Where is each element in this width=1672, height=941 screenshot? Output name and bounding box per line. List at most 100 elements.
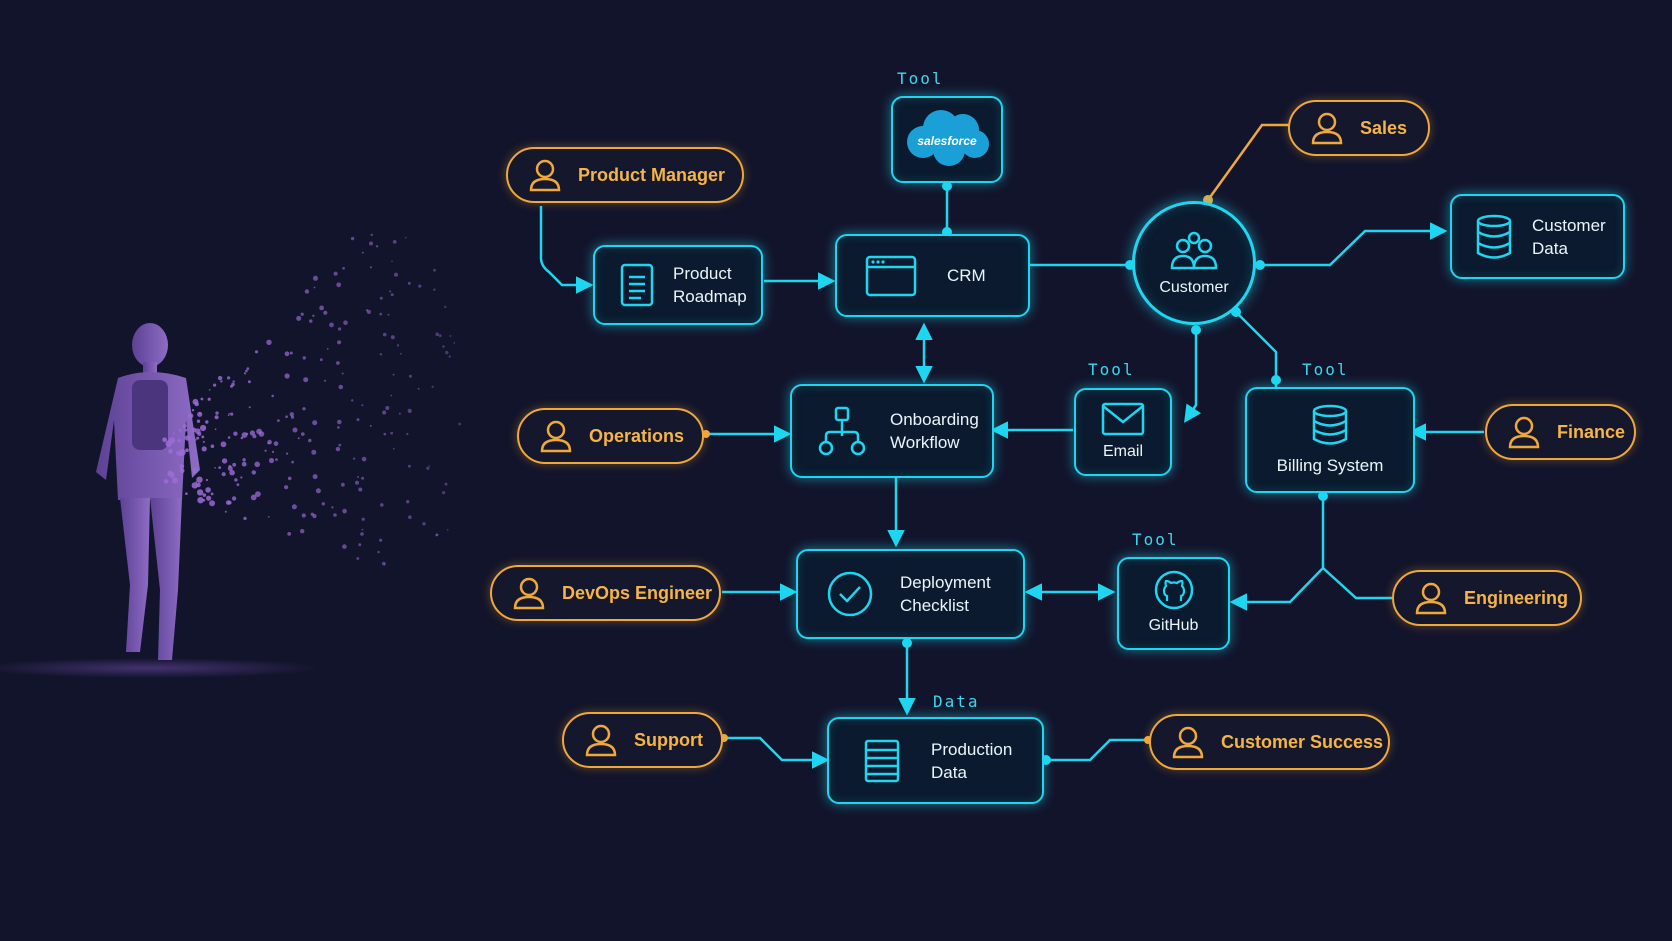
particle	[201, 446, 207, 452]
particle	[435, 332, 440, 337]
particle	[205, 478, 208, 482]
particle	[433, 288, 436, 291]
edge-engineering-split	[1322, 567, 1392, 600]
particle	[357, 476, 360, 478]
particle	[361, 456, 367, 462]
database-icon	[1311, 404, 1349, 446]
node-product-roadmap[interactable]: Product Roadmap	[593, 245, 763, 325]
particle	[208, 389, 211, 391]
particle	[302, 407, 306, 411]
particle	[266, 339, 272, 345]
particle	[192, 467, 198, 473]
particle	[335, 446, 341, 452]
particle	[210, 492, 214, 496]
particle	[319, 305, 324, 311]
role-label: Customer Success	[1221, 731, 1384, 752]
particle	[251, 470, 256, 475]
node-github[interactable]: GitHub	[1117, 557, 1230, 650]
particle	[355, 480, 359, 485]
check-circle-icon	[826, 570, 874, 618]
particle	[243, 516, 247, 521]
particle	[179, 468, 185, 474]
particle	[196, 476, 203, 483]
particle	[350, 236, 355, 241]
particle	[233, 431, 238, 436]
node-salesforce[interactable]: salesforce	[891, 96, 1003, 183]
particle	[230, 412, 234, 416]
particle	[220, 441, 227, 448]
node-email[interactable]: Email	[1074, 388, 1172, 476]
particle	[201, 435, 205, 439]
particle	[205, 420, 209, 424]
node-label: Product Roadmap	[673, 264, 747, 306]
particle	[178, 428, 182, 432]
particle	[408, 515, 412, 519]
node-production-data[interactable]: Production Data	[827, 717, 1044, 804]
particle	[442, 345, 445, 348]
person-icon	[585, 724, 617, 757]
particle	[326, 348, 329, 350]
person-icon	[1311, 112, 1343, 145]
particle	[196, 489, 204, 496]
role-label: Sales	[1360, 117, 1408, 138]
node-label: GitHub	[1148, 617, 1199, 634]
particle	[313, 275, 318, 281]
role-engineering[interactable]: Engineering	[1392, 570, 1582, 626]
particle	[241, 461, 247, 467]
particle	[392, 240, 397, 244]
particle	[194, 438, 197, 441]
role-operations[interactable]: Operations	[517, 408, 704, 464]
particle	[229, 469, 235, 476]
particle	[407, 281, 411, 285]
particle	[202, 440, 205, 443]
edge-customer-email	[1184, 330, 1202, 423]
salesforce-cloud-icon: salesforce	[901, 106, 993, 173]
particle	[243, 372, 247, 375]
role-product-manager[interactable]: Product Manager	[506, 147, 744, 203]
particle	[286, 452, 289, 455]
particle	[178, 450, 184, 457]
particle	[361, 404, 364, 407]
node-crm[interactable]: CRM	[835, 234, 1030, 317]
edge-billing-github	[1229, 493, 1325, 611]
particle	[196, 436, 200, 440]
particle	[343, 320, 348, 326]
node-billing-system[interactable]: Billing System	[1245, 387, 1415, 493]
node-onboarding-workflow[interactable]: Onboarding Workflow	[790, 384, 994, 478]
particle	[391, 260, 393, 263]
particle	[228, 412, 230, 415]
particle	[264, 449, 267, 452]
person-icon	[529, 159, 561, 192]
particle	[214, 415, 219, 420]
particle	[385, 406, 390, 410]
node-customer-data[interactable]: Customer Data	[1450, 194, 1625, 279]
particle	[214, 428, 217, 431]
particle	[406, 432, 409, 436]
particle	[200, 397, 204, 401]
particle	[337, 426, 340, 429]
particle	[365, 309, 369, 312]
particle	[191, 482, 198, 489]
node-label: Customer	[1159, 278, 1229, 296]
node-customer[interactable]: Customer	[1132, 201, 1256, 325]
role-support[interactable]: Support	[562, 712, 723, 768]
particle	[214, 467, 216, 469]
particle	[284, 373, 290, 379]
node-deployment-checklist[interactable]: Deployment Checklist	[796, 549, 1025, 639]
particle	[284, 485, 289, 490]
particle	[428, 465, 431, 467]
particle	[192, 398, 199, 405]
particle	[185, 448, 189, 453]
particle	[390, 293, 394, 297]
database-icon	[1474, 214, 1514, 260]
particle	[248, 406, 251, 409]
particle	[196, 419, 201, 423]
particle	[337, 340, 342, 345]
particle	[444, 305, 447, 308]
role-devops-engineer[interactable]: DevOps Engineer	[490, 565, 721, 621]
role-finance[interactable]: Finance	[1485, 404, 1636, 460]
particle	[309, 319, 313, 323]
role-sales[interactable]: Sales	[1288, 100, 1430, 156]
particle	[162, 437, 167, 443]
role-customer-success[interactable]: Customer Success	[1149, 714, 1390, 770]
